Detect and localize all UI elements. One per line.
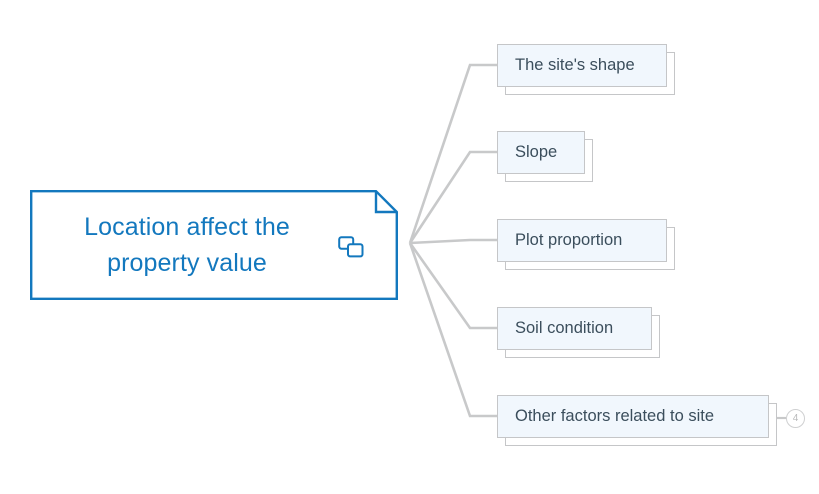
child-node-label: Slope bbox=[515, 143, 558, 162]
child-node-card[interactable]: The site's shape bbox=[497, 44, 667, 87]
copy-icon[interactable] bbox=[338, 236, 364, 258]
child-node-card[interactable]: Slope bbox=[497, 131, 585, 174]
connector-to-slope bbox=[408, 150, 497, 244]
child-node[interactable]: Slope bbox=[497, 131, 593, 182]
connector-to-soil-condition bbox=[408, 242, 497, 330]
root-node-label: Location affect the property value bbox=[84, 212, 290, 277]
child-node-card[interactable]: Soil condition bbox=[497, 307, 652, 350]
child-node-label: Soil condition bbox=[515, 319, 614, 338]
child-node-label: Plot proportion bbox=[515, 231, 623, 250]
collapsed-children-badge[interactable]: 4 bbox=[786, 409, 805, 428]
child-node[interactable]: The site's shape bbox=[497, 44, 675, 95]
child-node[interactable]: Other factors related to site bbox=[497, 395, 777, 446]
child-node-card[interactable]: Other factors related to site bbox=[497, 395, 769, 438]
child-node[interactable]: Soil condition bbox=[497, 307, 660, 358]
child-node[interactable]: Plot proportion bbox=[497, 219, 675, 270]
root-node[interactable]: Location affect the property value bbox=[30, 190, 398, 300]
child-node-label: Other factors related to site bbox=[515, 407, 715, 426]
connector-to-other-factors bbox=[408, 242, 497, 418]
root-node-shape bbox=[30, 190, 398, 300]
child-node-label: The site's shape bbox=[515, 56, 635, 75]
connector-to-the-sites-shape bbox=[408, 63, 497, 244]
connector-to-plot-proportion bbox=[409, 238, 497, 245]
child-node-card[interactable]: Plot proportion bbox=[497, 219, 667, 262]
